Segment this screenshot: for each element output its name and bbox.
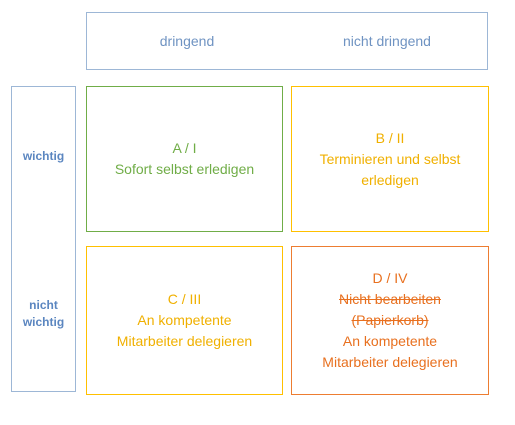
quadrant-d: D / IV Nicht bearbeiten (Papierkorb) An … <box>291 246 489 395</box>
quadrant-a-code: A / I <box>172 140 197 156</box>
quadrant-d-struck-line1: Nicht bearbeiten <box>339 291 441 307</box>
quadrant-a-text: Sofort selbst erledigen <box>114 161 255 177</box>
quadrant-b-text-line2: erledigen <box>361 171 419 188</box>
header-not-important-line2: wichtig <box>22 315 65 329</box>
urgency-header: dringend nicht dringend <box>86 12 488 70</box>
header-not-important-line1: nicht <box>29 298 58 312</box>
header-important: wichtig <box>22 149 65 163</box>
quadrant-b-text-line1: Terminieren und selbst <box>319 150 461 167</box>
quadrant-b-code: B / II <box>375 129 405 146</box>
importance-header: wichtig nicht wichtig <box>11 86 76 392</box>
quadrant-a: A / I Sofort selbst erledigen <box>86 86 283 232</box>
header-urgent: dringend <box>159 33 215 49</box>
quadrant-c: C / III An kompetente Mitarbeiter delegi… <box>86 246 283 395</box>
header-not-urgent: nicht dringend <box>343 33 431 49</box>
quadrant-c-text-line2: Mitarbeiter delegieren <box>116 333 253 349</box>
quadrant-b: B / II Terminieren und selbst erledigen <box>291 86 489 232</box>
quadrant-d-text-line1: An kompetente <box>342 333 438 349</box>
quadrant-d-struck-line2: (Papierkorb) <box>351 312 429 328</box>
quadrant-c-code: C / III <box>167 291 202 307</box>
quadrant-d-code: D / IV <box>372 270 408 286</box>
quadrant-c-text-line1: An kompetente <box>137 312 232 328</box>
quadrant-d-text-line2: Mitarbeiter delegieren <box>322 354 458 370</box>
